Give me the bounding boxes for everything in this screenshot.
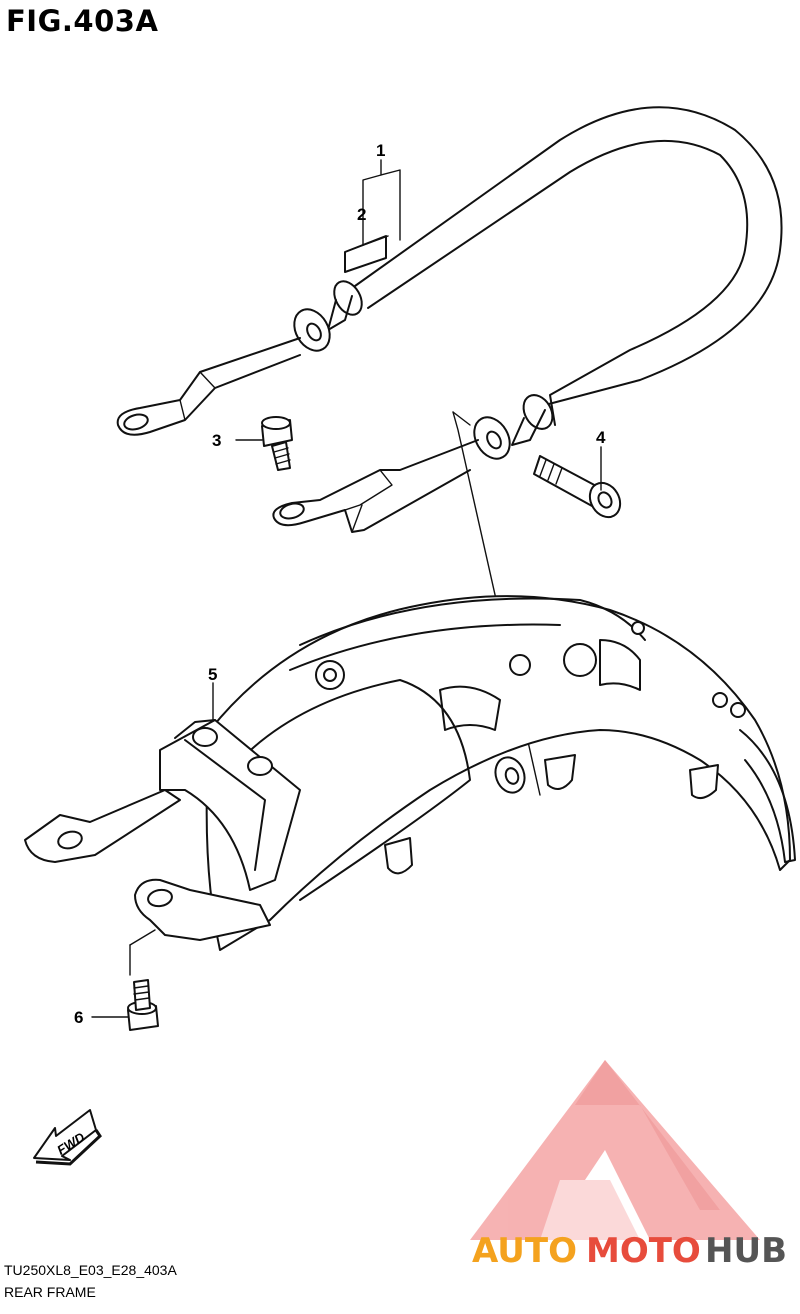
bolt-part-3[interactable] [261, 416, 293, 471]
callout-1: 1 [376, 141, 385, 160]
callout-leaders [91, 159, 602, 1018]
callout-2: 2 [357, 205, 366, 224]
diagram-code: TU250XL8_E03_E28_403A [4, 1262, 177, 1278]
figure-title: FIG.403A [6, 4, 159, 38]
label-tag-part[interactable] [344, 235, 389, 273]
grab-rail-part[interactable] [116, 106, 783, 533]
diagram-name: REAR FRAME [4, 1284, 96, 1300]
callout-6: 6 [74, 1008, 83, 1027]
watermark-logo-icon [470, 1060, 760, 1240]
socket-bolt-part-4[interactable] [533, 455, 626, 523]
watermark-text-moto: MOTO [586, 1231, 701, 1271]
callout-5: 5 [208, 665, 217, 684]
watermark-wordmark: AUTO MOTO HUB [472, 1231, 787, 1271]
callout-3: 3 [212, 431, 221, 450]
bolt-part-6[interactable] [127, 979, 159, 1031]
watermark-text-auto: AUTO [472, 1231, 577, 1271]
front-bracket-part[interactable] [24, 719, 301, 941]
forward-arrow-icon: FWD [33, 1109, 102, 1166]
watermark-text-hub: HUB [705, 1231, 787, 1271]
rear-fender-part[interactable] [205, 595, 796, 951]
callout-4: 4 [596, 428, 606, 447]
